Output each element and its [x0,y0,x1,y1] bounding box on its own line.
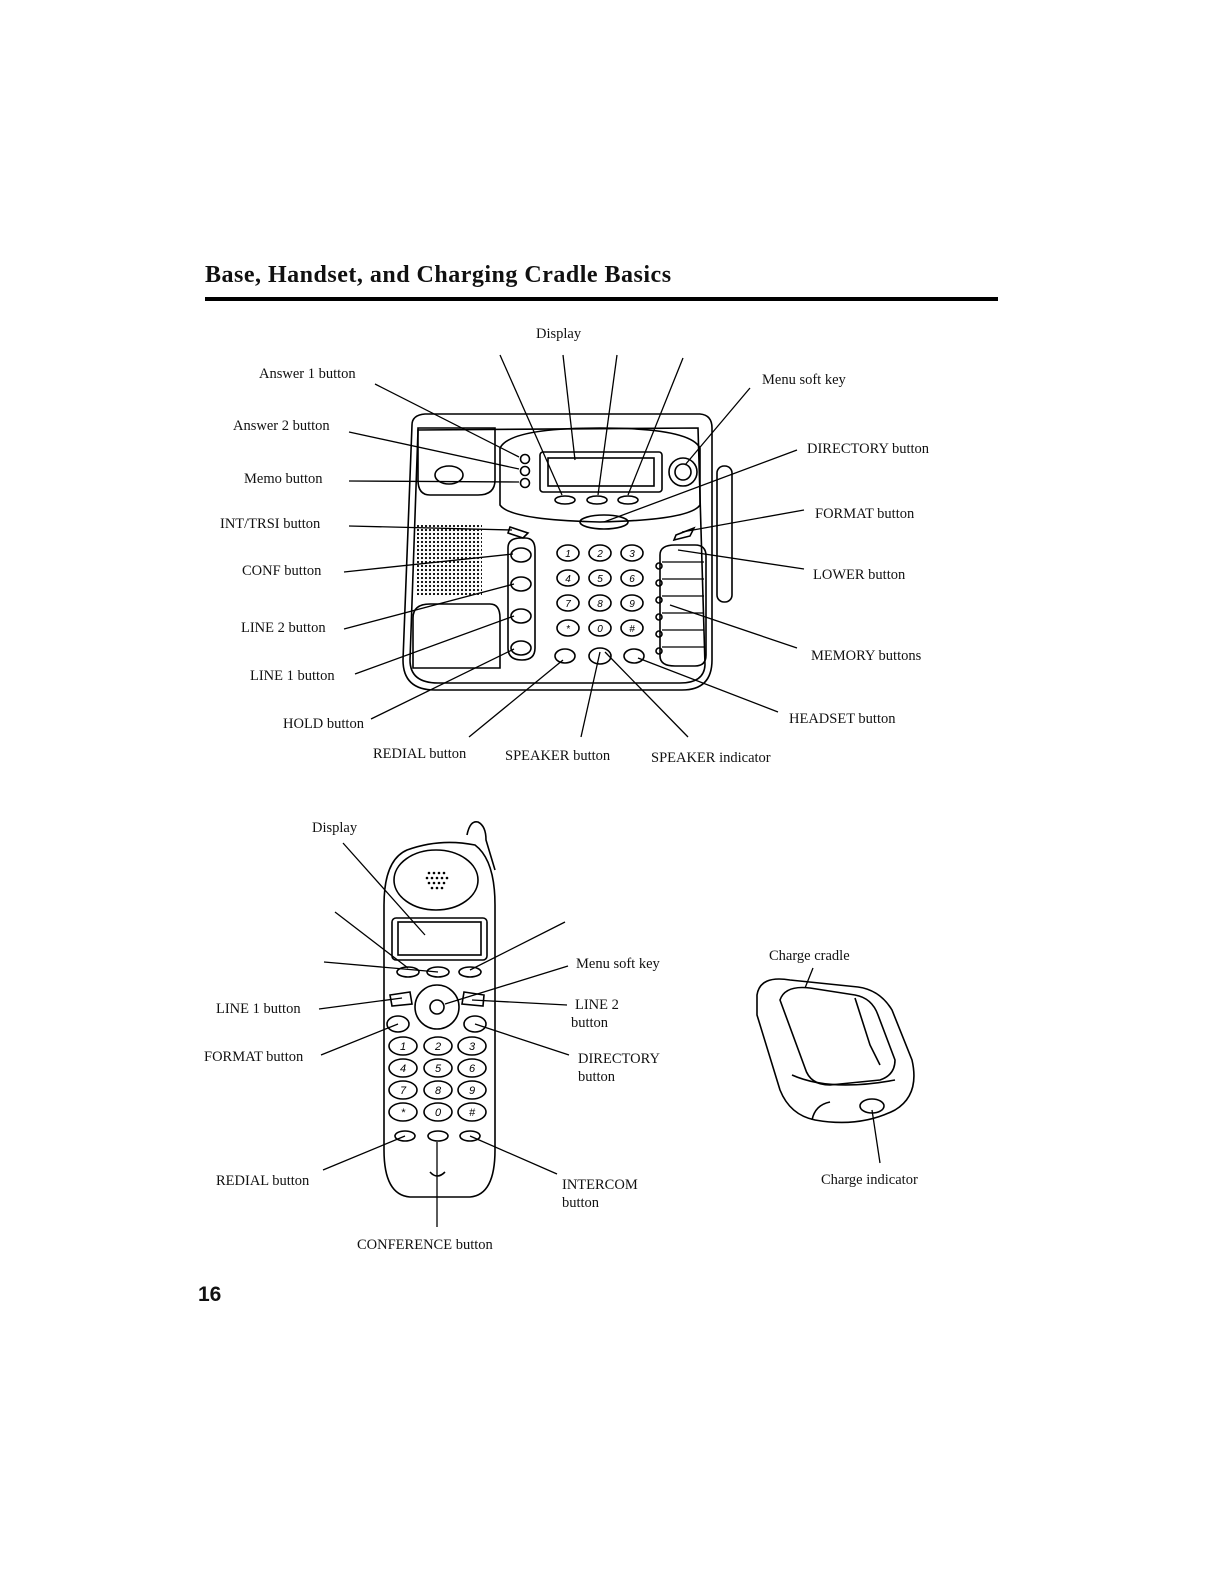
base-key-5[interactable]: 5 [597,574,603,585]
base-redial-label: REDIAL button [373,746,467,762]
handset-conference-label: CONFERENCE button [357,1237,493,1253]
base-conf-label: CONF button [242,563,322,579]
base-key-6[interactable]: 6 [629,574,635,585]
base-key-8[interactable]: 8 [597,599,603,610]
page-title: Base, Handset, and Charging Cradle Basic… [205,262,672,288]
handset-drawing [383,820,496,1198]
base-answer1-label: Answer 1 button [259,366,356,382]
base-key-4[interactable]: 4 [565,574,571,585]
base-unit-drawing [402,413,733,691]
base-keypad-labels: 1 2 3 4 5 6 7 8 9 * 0 # [565,549,635,635]
handset-redial-label: REDIAL button [216,1173,310,1189]
handset-menu-soft-key-label: Menu soft key [576,956,660,972]
base-lower-label: LOWER button [813,567,906,583]
handset-leader-lines [318,842,570,1227]
base-key-hash[interactable]: # [629,624,635,635]
title-rule [205,297,998,301]
base-speaker-button-label: SPEAKER button [505,748,611,764]
svg-text:6: 6 [469,1063,476,1075]
handset-directory-label: DIRECTORY [578,1051,660,1067]
svg-text:4: 4 [400,1063,406,1075]
handset-line1-label: LINE 1 button [216,1001,301,1017]
base-keypad [554,544,645,665]
base-key-3[interactable]: 3 [629,549,635,560]
cradle-leader-lines [804,967,881,1164]
base-speaker-indicator-label: SPEAKER indicator [651,750,771,766]
base-format-label: FORMAT button [815,506,915,522]
base-directory-label: DIRECTORY button [807,441,930,457]
svg-text:#: # [469,1107,476,1119]
svg-text:1: 1 [400,1041,406,1053]
handset-line2-label: LINE 2 [575,997,619,1013]
svg-text:3: 3 [469,1041,476,1053]
handset-intercom-label: INTERCOM [562,1177,638,1193]
svg-text:2: 2 [434,1041,441,1053]
charge-cradle-drawing [756,978,915,1124]
base-key-0[interactable]: 0 [597,624,603,635]
handset-line2-label-2: button [571,1015,609,1031]
svg-text:8: 8 [435,1085,442,1097]
handset-display-label: Display [312,820,358,836]
base-int-trsi-label: INT/TRSI button [220,516,321,532]
base-headset-label: HEADSET button [789,711,896,727]
base-display-label: Display [536,326,582,342]
base-leader-lines [343,354,805,738]
base-hold-label: HOLD button [283,716,364,732]
svg-text:0: 0 [435,1107,442,1119]
page-number: 16 [198,1283,222,1306]
charge-indicator-label: Charge indicator [821,1172,918,1188]
handset-keypad-labels: 1 2 3 4 5 6 7 8 9 * 0 # [400,1041,476,1119]
base-key-star[interactable]: * [566,624,571,635]
svg-text:9: 9 [469,1085,475,1097]
base-line1-label: LINE 1 button [250,668,335,684]
base-key-9[interactable]: 9 [629,599,635,610]
base-memory-label: MEMORY buttons [811,648,922,664]
svg-text:5: 5 [435,1063,442,1075]
base-key-1[interactable]: 1 [565,549,571,560]
base-menu-soft-key-label: Menu soft key [762,372,846,388]
handset-format-label: FORMAT button [204,1049,304,1065]
base-key-7[interactable]: 7 [565,599,571,610]
base-key-2[interactable]: 2 [596,549,603,560]
base-answer2-label: Answer 2 button [233,418,330,434]
svg-text:7: 7 [400,1085,407,1097]
base-line2-label: LINE 2 button [241,620,326,636]
handset-intercom-label-2: button [562,1195,600,1211]
base-memo-label: Memo button [244,471,323,487]
charge-cradle-label: Charge cradle [769,948,850,964]
handset-directory-label-2: button [578,1069,616,1085]
svg-text:*: * [401,1107,406,1119]
